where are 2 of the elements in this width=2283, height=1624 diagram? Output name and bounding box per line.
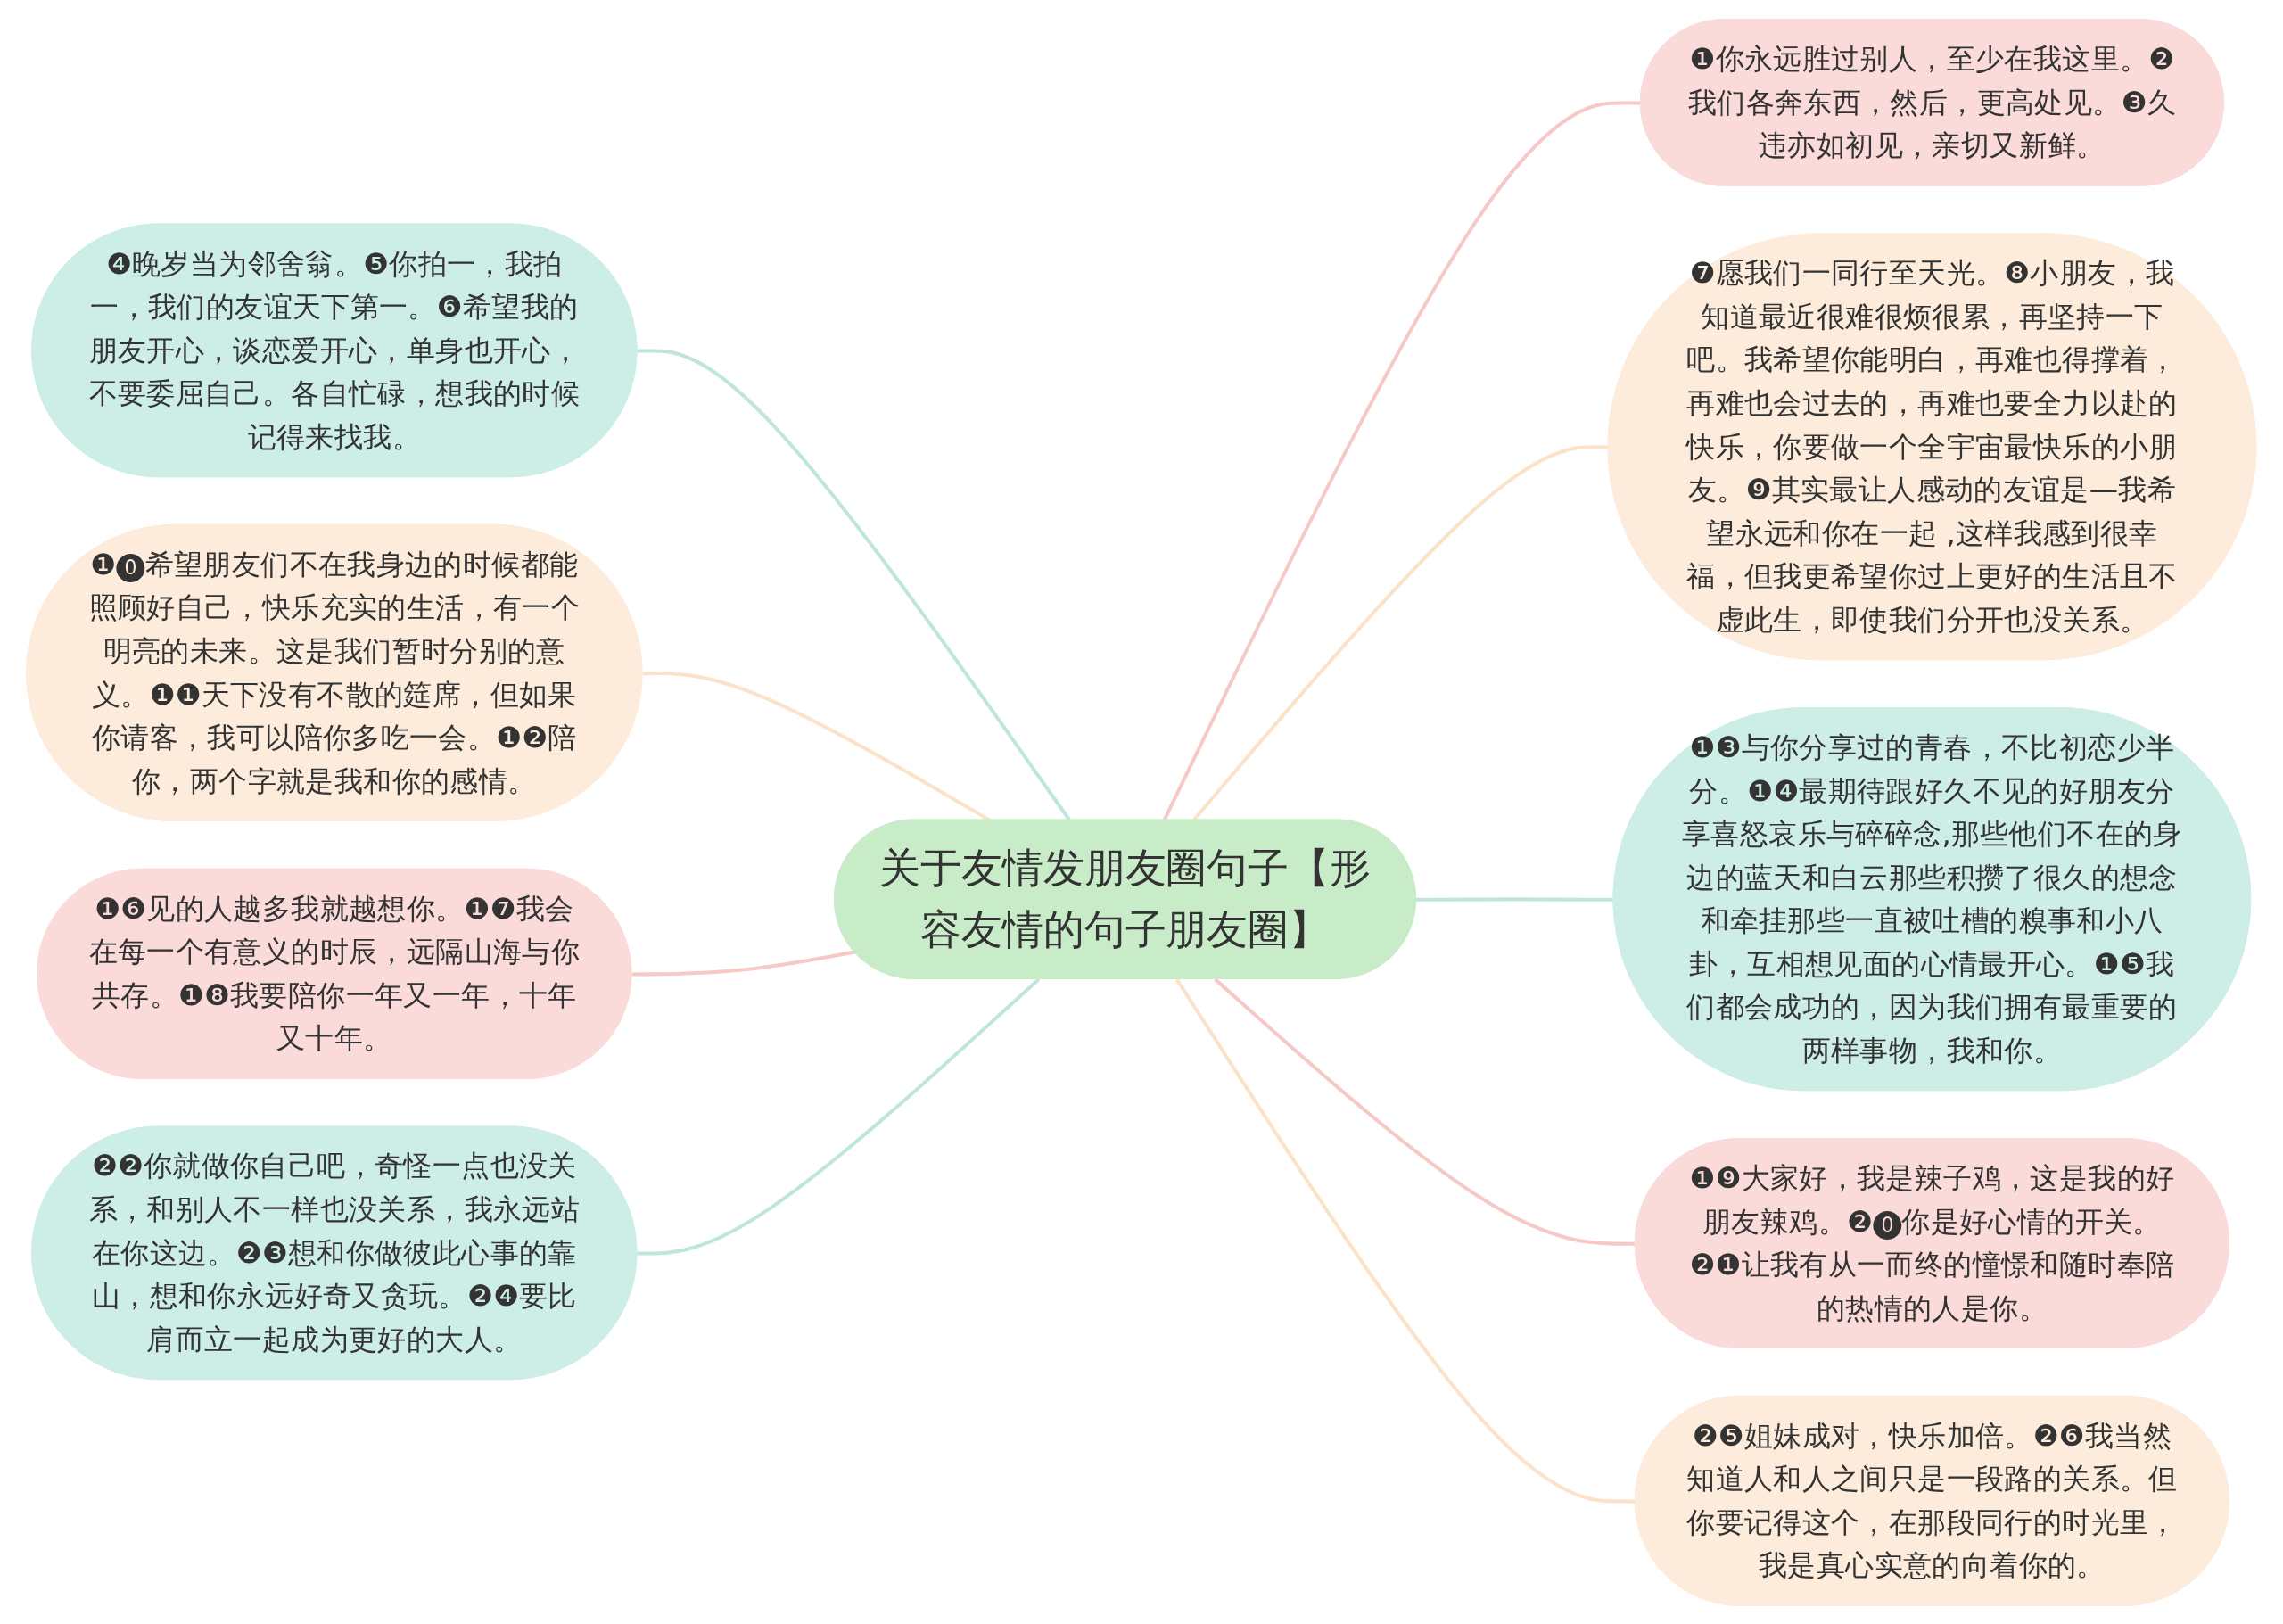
connector (631, 949, 856, 976)
connector (637, 977, 1041, 1256)
